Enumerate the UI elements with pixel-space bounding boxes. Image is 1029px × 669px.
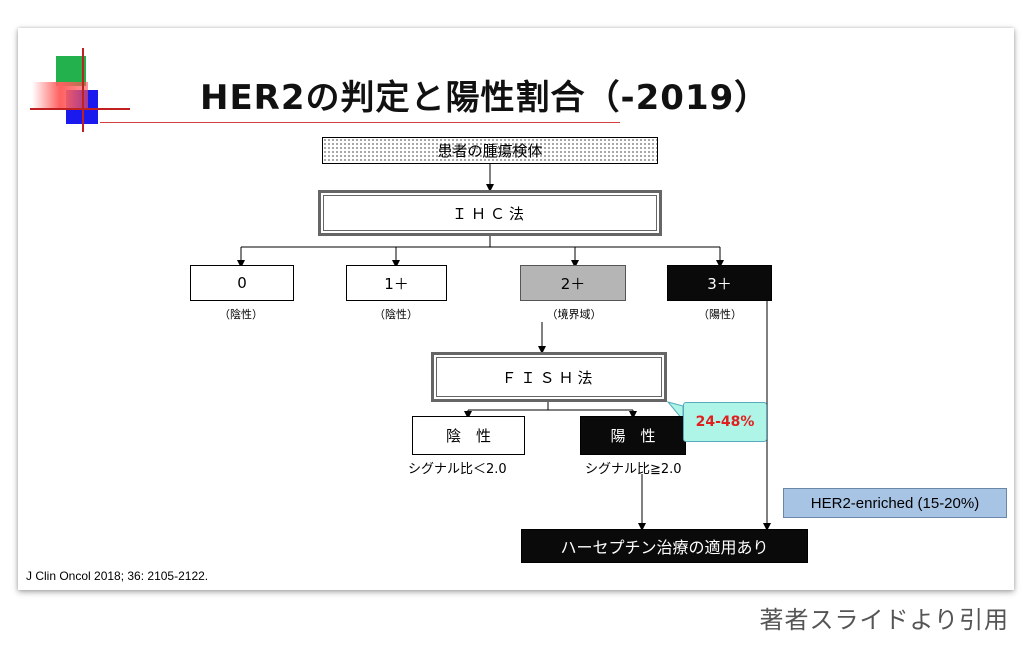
ihc-label: ＩＨＣ法 [323, 195, 657, 231]
fish-negative-box: 陰 性 [412, 416, 525, 455]
fish-positive-box: 陽 性 [580, 416, 686, 455]
score-2-box: 2＋ [520, 265, 626, 301]
fish-box: ＦＩＳＨ法 [431, 352, 667, 402]
score-3-result: （陽性） [698, 308, 742, 321]
page-title: HER2の判定と陽性割合（-2019） [200, 78, 770, 118]
score-0-box: 0 [190, 265, 294, 301]
score-0-result: （陰性） [219, 308, 263, 321]
score-1-box: 1＋ [346, 265, 447, 301]
treatment-box: ハーセプチン治療の適用あり [521, 529, 808, 563]
positive-rate-callout: 24-48% [683, 402, 767, 442]
title-underline [100, 122, 620, 123]
citation: J Clin Oncol 2018; 36: 2105-2122. [26, 569, 209, 583]
slide-logo [30, 48, 140, 132]
fish-negative-ratio: シグナル比＜2.0 [408, 462, 507, 477]
score-2-result: （境界域） [546, 308, 602, 321]
ihc-box: ＩＨＣ法 [318, 190, 662, 236]
score-1-result: （陰性） [374, 308, 418, 321]
her2-enriched-label: HER2-enriched (15-20%) [783, 488, 1007, 518]
score-3-box: 3＋ [667, 265, 772, 301]
fish-label: ＦＩＳＨ法 [436, 357, 662, 397]
specimen-box: 患者の腫瘍検体 [322, 137, 658, 164]
image-caption: 著者スライドより引用 [759, 606, 1009, 634]
fish-positive-ratio: シグナル比≧2.0 [585, 462, 682, 477]
